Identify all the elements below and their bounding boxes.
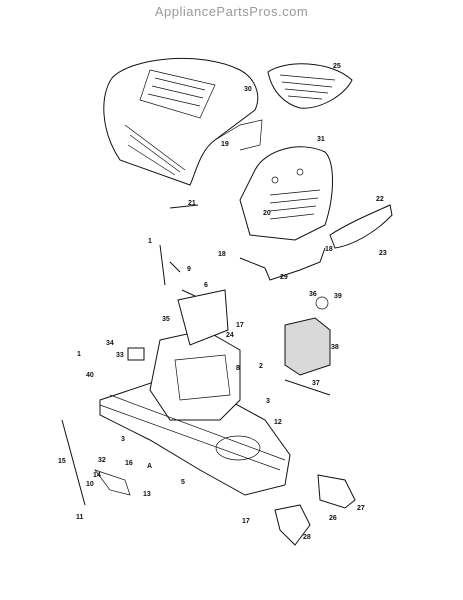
bracket-27 xyxy=(317,474,356,509)
front-grille-part xyxy=(239,146,333,241)
hood-part xyxy=(103,57,263,186)
callout: 2 xyxy=(259,363,263,370)
callout: 29 xyxy=(280,274,288,281)
callout: 26 xyxy=(329,515,337,522)
callout: 37 xyxy=(312,380,320,387)
callout: 12 xyxy=(274,419,282,426)
callout: A xyxy=(147,463,152,470)
bracket-28 xyxy=(274,504,311,546)
callout: 27 xyxy=(357,505,365,512)
callout: 15 xyxy=(58,458,66,465)
callout: 25 xyxy=(333,63,341,70)
callout: 10 xyxy=(86,481,94,488)
callout: 8 xyxy=(236,365,240,372)
callout: 35 xyxy=(162,316,170,323)
callout: 32 xyxy=(98,457,106,464)
callout: 1 xyxy=(77,351,81,358)
cap-39 xyxy=(315,296,329,310)
callout: 34 xyxy=(106,340,114,347)
callout: 38 xyxy=(331,344,339,351)
callout: 23 xyxy=(379,250,387,257)
callout: 17 xyxy=(242,518,250,525)
callout: 36 xyxy=(309,291,317,298)
grille-insert-part xyxy=(267,63,353,109)
callout: 22 xyxy=(376,196,384,203)
lever-14 xyxy=(94,469,131,496)
callout: 21 xyxy=(188,200,196,207)
callout: 11 xyxy=(76,514,84,521)
steering-parts xyxy=(159,244,196,297)
fuel-tank-part xyxy=(284,317,331,376)
rod-part xyxy=(169,204,199,209)
bracket-part xyxy=(239,247,326,281)
callout: 24 xyxy=(226,332,234,339)
callout: 16 xyxy=(125,460,133,467)
callout: 33 xyxy=(116,352,124,359)
callout: 17 xyxy=(236,322,244,329)
callout: 39 xyxy=(334,293,342,300)
callout: 19 xyxy=(221,141,229,148)
bracket-33 xyxy=(127,347,145,361)
callout-labels: 25 30 19 31 22 21 20 23 18 18 29 1 9 6 1… xyxy=(58,63,387,541)
frame-assembly xyxy=(99,289,291,496)
rod-part-15 xyxy=(61,419,86,506)
callout: 18 xyxy=(325,246,333,253)
callout: 1 xyxy=(148,238,152,245)
callout: 3 xyxy=(266,398,270,405)
callout: 20 xyxy=(263,210,271,217)
callout: 9 xyxy=(187,266,191,273)
rod-part-37 xyxy=(284,379,331,396)
callout: 3 xyxy=(121,436,125,443)
callout: 6 xyxy=(204,282,208,289)
callout: 31 xyxy=(317,136,325,143)
callout: 28 xyxy=(303,534,311,541)
callout: 18 xyxy=(218,251,226,258)
callout: 14 xyxy=(93,472,101,479)
watermark: AppliancePartsPros.com xyxy=(154,4,309,19)
callout: 30 xyxy=(244,86,252,93)
bumper-part xyxy=(329,204,393,249)
callout: 40 xyxy=(86,372,94,379)
callout: 13 xyxy=(143,491,151,498)
callout: 5 xyxy=(181,479,185,486)
